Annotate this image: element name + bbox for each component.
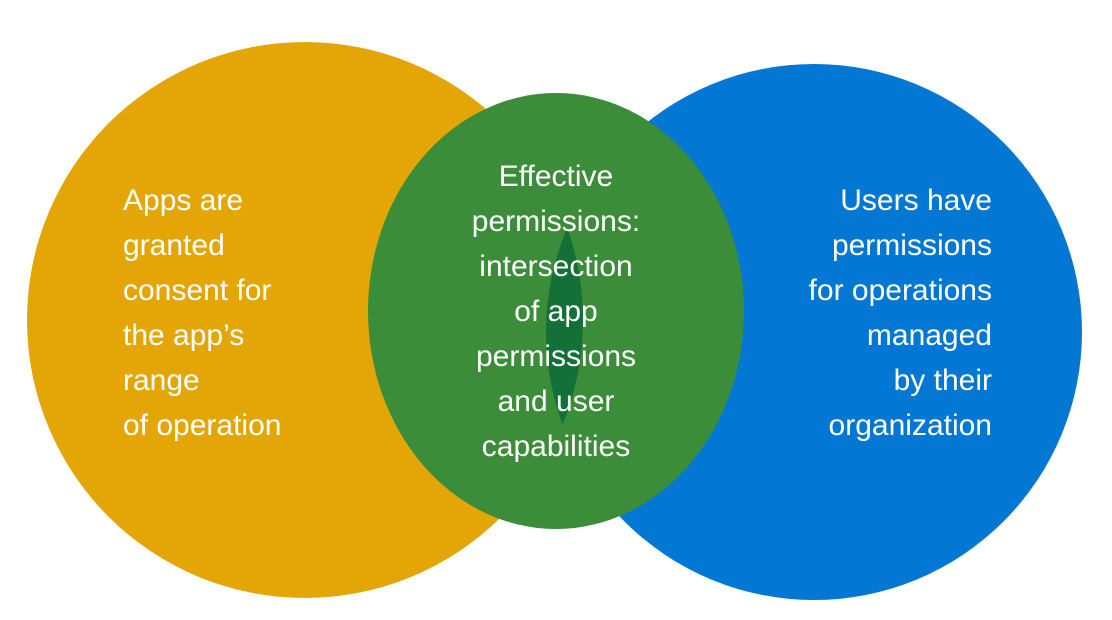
apps-label: Apps are granted consent for the app’s r… (123, 178, 281, 448)
effective-permissions-label: Effective permissions: intersection of a… (425, 154, 687, 469)
apps-label-line: granted (123, 229, 225, 262)
effective-label-line: permissions: (471, 205, 641, 238)
effective-label-line: Effective (498, 160, 614, 193)
effective-label-line: of app (514, 295, 598, 328)
effective-label-line: intersection (479, 250, 633, 283)
users-label: Users have permissions for operations ma… (809, 178, 992, 448)
effective-label-line: permissions (475, 340, 637, 373)
apps-label-line: consent for (123, 274, 272, 307)
users-label-line: Users have (840, 184, 992, 217)
apps-label-line: the app’s (123, 319, 245, 352)
effective-core (546, 93, 583, 529)
users-label-line: for operations (808, 274, 992, 307)
users-label-line: by their (893, 364, 992, 397)
apps-label-line: of operation (123, 409, 282, 442)
users-label-line: organization (828, 409, 992, 442)
effective-label-line: capabilities (481, 430, 631, 463)
apps-label-line: Apps are (123, 184, 244, 217)
apps-label-line: range (123, 364, 200, 397)
effective-label-line: and user (497, 385, 615, 418)
users-label-line: permissions (831, 229, 992, 262)
users-label-line: managed (866, 319, 992, 352)
